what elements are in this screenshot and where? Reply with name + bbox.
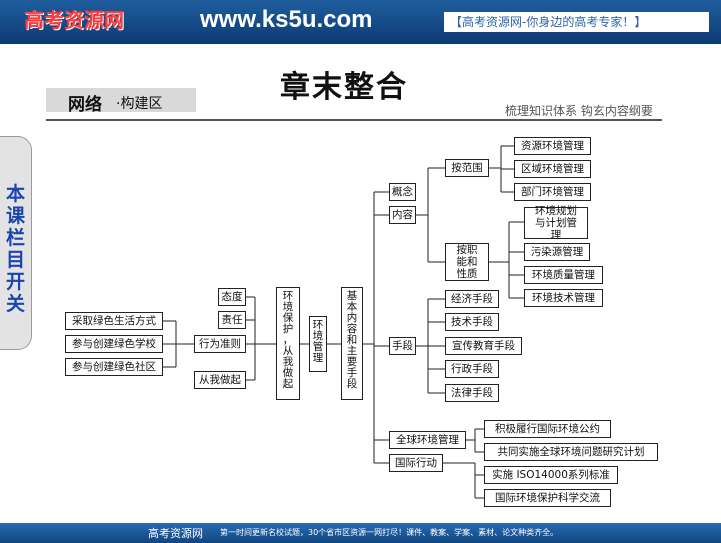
node-green-community: 参与创建绿色社区 xyxy=(65,358,163,376)
section-badge-sub: ·构建区 xyxy=(116,96,163,112)
footer-brand[interactable]: 高考资源网 xyxy=(148,527,203,540)
node-science-exchange: 国际环境保护科学交流 xyxy=(484,489,611,507)
node-legal-means: 法律手段 xyxy=(445,384,499,402)
node-by-scope: 按范围 xyxy=(445,159,489,177)
node-pollution-mgmt: 污染源管理 xyxy=(524,243,590,261)
node-education-means: 宣传教育手段 xyxy=(445,337,522,355)
node-convention: 积极履行国际环境公约 xyxy=(484,420,611,438)
node-economic-means: 经济手段 xyxy=(445,290,499,308)
node-tech-mgmt: 环境技术管理 xyxy=(524,289,603,307)
node-by-function: 按职能和性质 xyxy=(445,243,489,281)
node-sector-mgmt: 部门环境管理 xyxy=(514,183,591,201)
node-region-mgmt: 区域环境管理 xyxy=(514,160,591,178)
section-badge-main: 网络 xyxy=(68,95,102,115)
site-footer xyxy=(0,523,721,543)
section-divider xyxy=(46,119,662,121)
node-env-protection: 环境保护，从我做起 xyxy=(276,287,300,400)
node-iso-standard: 实施 ISO14000系列标准 xyxy=(484,466,618,484)
site-logo[interactable]: 高考资源网 xyxy=(24,8,124,32)
site-slogan: 【高考资源网-你身边的高考专家！】 xyxy=(444,12,709,32)
site-url[interactable]: www.ks5u.com xyxy=(200,6,373,33)
section-subtitle: 梳理知识体系 钩玄内容纲要 xyxy=(505,104,653,118)
node-admin-means: 行政手段 xyxy=(445,360,499,378)
sidebar-toggle-button[interactable]: 本课栏目开关 xyxy=(0,136,32,350)
node-content: 内容 xyxy=(389,206,416,224)
node-research-plan: 共同实施全球环境问题研究计划 xyxy=(484,443,658,461)
node-technical-means: 技术手段 xyxy=(445,313,499,331)
node-green-life: 采取绿色生活方式 xyxy=(65,312,163,330)
footer-text: 第一时间更新名校试题，30个省市区资源一网打尽！课件、教案、学案、素材、论文种类… xyxy=(220,528,559,537)
node-means: 手段 xyxy=(389,337,416,355)
node-concept: 概念 xyxy=(389,183,416,201)
node-quality-mgmt: 环境质量管理 xyxy=(524,266,603,284)
node-attitude: 态度 xyxy=(218,288,246,306)
node-from-me: 从我做起 xyxy=(194,371,246,389)
node-intl-action: 国际行动 xyxy=(389,454,443,472)
node-resource-mgmt: 资源环境管理 xyxy=(514,137,591,155)
node-responsibility: 责任 xyxy=(218,311,246,329)
node-env-management: 环境管理 xyxy=(309,316,327,372)
node-green-school: 参与创建绿色学校 xyxy=(65,335,163,353)
node-planning-mgmt: 环境规划与计划管理 xyxy=(524,205,588,241)
node-global-management: 全球环境管理 xyxy=(389,431,466,449)
page-title: 章末整合 xyxy=(280,70,408,105)
node-code-of-conduct: 行为准则 xyxy=(194,335,246,353)
section-badge xyxy=(46,88,196,112)
node-basic-content: 基本内容和主要手段 xyxy=(341,287,363,400)
